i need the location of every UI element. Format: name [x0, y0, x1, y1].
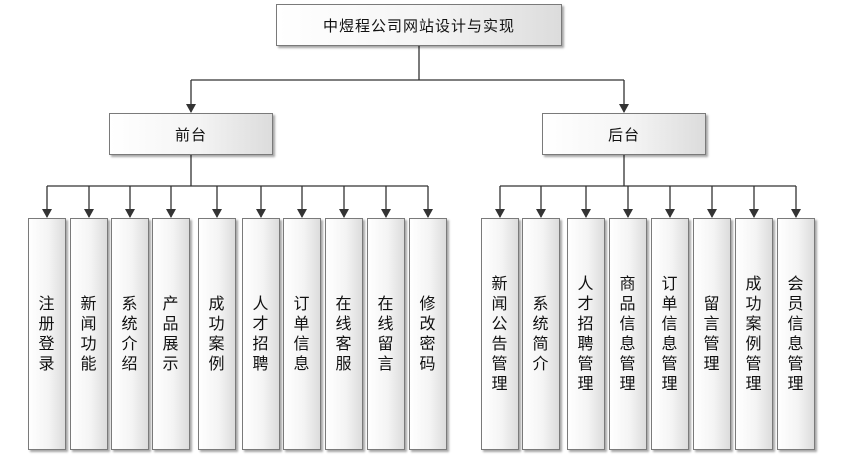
leaf-node: 新闻公告管理	[481, 218, 519, 450]
leaf-node: 人才招聘管理	[567, 218, 605, 450]
root-label: 中煜程公司网站设计与实现	[322, 16, 515, 35]
leaf-node: 订单信息管理	[651, 218, 689, 450]
leaf-label: 新闻功能	[80, 294, 98, 373]
leaf-label: 产品展示	[162, 294, 180, 373]
leaf-node: 商品信息管理	[609, 218, 647, 450]
leaf-label: 注册登录	[38, 294, 56, 373]
branch-node-backend: 后台	[542, 113, 706, 155]
leaf-node: 注册登录	[28, 218, 66, 450]
leaf-label: 会员信息管理	[787, 274, 805, 393]
leaf-label: 系统介绍	[121, 294, 139, 373]
leaf-node: 订单信息	[283, 218, 321, 450]
leaf-label: 人才招聘	[252, 294, 270, 373]
branch-node-frontend: 前台	[109, 113, 273, 155]
leaf-label: 在线留言	[377, 294, 395, 373]
leaf-node: 成功案例	[198, 218, 236, 450]
leaf-label: 订单信息管理	[661, 274, 679, 393]
root-node: 中煜程公司网站设计与实现	[276, 4, 562, 46]
leaf-label: 系统简介	[532, 294, 550, 373]
leaf-label: 新闻公告管理	[491, 274, 509, 393]
leaf-node: 成功案例管理	[735, 218, 773, 450]
leaf-node: 在线留言	[367, 218, 405, 450]
branch-label: 后台	[607, 125, 640, 144]
leaf-label: 在线客服	[335, 294, 353, 373]
leaf-label: 订单信息	[293, 294, 311, 373]
leaf-label: 商品信息管理	[619, 274, 637, 393]
leaf-label: 修改密码	[419, 294, 437, 373]
leaf-node: 新闻功能	[70, 218, 108, 450]
leaf-node: 留言管理	[693, 218, 731, 450]
leaf-label: 成功案例	[208, 294, 226, 373]
leaf-node: 修改密码	[409, 218, 447, 450]
leaf-label: 成功案例管理	[745, 274, 763, 393]
leaf-node: 在线客服	[325, 218, 363, 450]
leaf-node: 系统介绍	[111, 218, 149, 450]
leaf-node: 系统简介	[522, 218, 560, 450]
leaf-label: 留言管理	[703, 294, 721, 373]
leaf-node: 会员信息管理	[777, 218, 815, 450]
leaf-node: 人才招聘	[242, 218, 280, 450]
leaf-label: 人才招聘管理	[577, 274, 595, 393]
branch-label: 前台	[174, 125, 207, 144]
leaf-node: 产品展示	[152, 218, 190, 450]
